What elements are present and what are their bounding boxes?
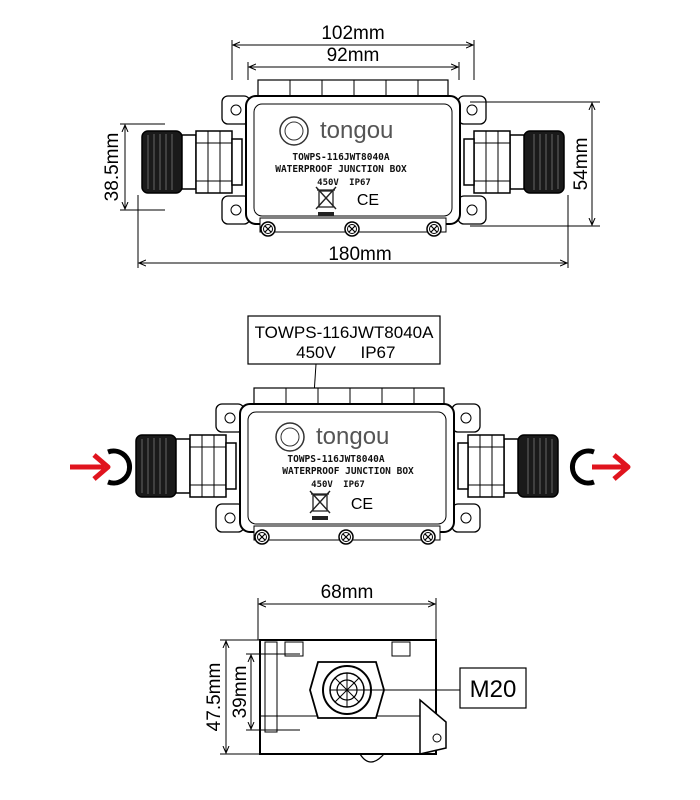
cable-gland-left — [141, 130, 243, 194]
dim-side-height-inner-text: 39mm — [230, 666, 251, 719]
dim-68mm: 68mm — [257, 582, 437, 640]
cable-in-arrow-icon — [70, 448, 132, 486]
callout-rating-text: IP67 — [361, 343, 396, 362]
dim-height-left-text: 38.5mm — [102, 133, 123, 202]
rating-text: IP67 — [349, 178, 371, 188]
screw-icon — [338, 529, 354, 545]
thread-size-label: M20 — [470, 676, 517, 703]
screw-icon — [260, 221, 276, 237]
cable-out-arrow-icon — [570, 448, 631, 486]
dim-38-5mm: 38.5mm — [102, 123, 165, 211]
screw-icon — [426, 221, 442, 237]
dim-54mm: 54mm — [470, 101, 600, 227]
brand-logo: tongou — [316, 423, 389, 450]
ce-mark: CE — [357, 192, 379, 209]
middle-view: TOWPS-116JWT8040A 450V IP67 tongou TOWPS — [70, 315, 631, 545]
dim-side-height-outer-text: 47.5mm — [204, 663, 225, 732]
callout-model-text: TOWPS-116JWT8040A — [255, 323, 435, 342]
screw-icon — [344, 221, 360, 237]
cable-gland-end-view — [309, 661, 460, 719]
description-text: WATERPROOF JUNCTION BOX — [275, 164, 407, 175]
mounting-ears — [221, 95, 487, 225]
brand-logo: tongou — [320, 117, 393, 144]
cable-gland-right — [464, 131, 564, 193]
thread-callout: M20 — [459, 667, 527, 709]
dim-102mm: 102mm — [231, 23, 475, 80]
top-view: 102mm 92mm — [102, 23, 600, 268]
dim-width-inner-text: 92mm — [327, 45, 380, 66]
screw-icon — [254, 529, 270, 545]
dim-39mm: 39mm — [230, 653, 300, 731]
callout-voltage-text: 450V — [296, 343, 336, 362]
voltage-text: 450V — [311, 480, 333, 490]
dim-width-outer-text: 102mm — [321, 23, 384, 44]
callout-box: TOWPS-116JWT8040A 450V IP67 — [247, 315, 441, 457]
lid-label: tongou TOWPS-116JWT8040A WATERPROOF JUNC… — [275, 116, 407, 217]
side-view: 68mm M20 — [204, 582, 527, 763]
dim-47-5mm: 47.5mm — [204, 639, 262, 755]
screws-row — [259, 217, 447, 237]
cable-gland-left — [135, 434, 237, 498]
dim-92mm: 92mm — [247, 45, 460, 80]
lid-label: tongou TOWPS-116JWT8040A WATERPROOF JUNC… — [275, 422, 414, 521]
rating-text: IP67 — [343, 480, 365, 490]
dim-total-length-text: 180mm — [328, 244, 391, 265]
model-text: TOWPS-116JWT8040A — [292, 152, 390, 163]
description-text: WATERPROOF JUNCTION BOX — [282, 466, 414, 477]
model-text: TOWPS-116JWT8040A — [287, 454, 385, 465]
ce-mark: CE — [351, 496, 373, 513]
dim-height-right-text: 54mm — [571, 138, 592, 191]
voltage-text: 450V — [317, 178, 339, 188]
dim-180mm: 180mm — [137, 195, 569, 268]
cable-gland-right — [458, 435, 558, 497]
dim-side-width-text: 68mm — [321, 582, 374, 603]
screw-icon — [420, 529, 436, 545]
